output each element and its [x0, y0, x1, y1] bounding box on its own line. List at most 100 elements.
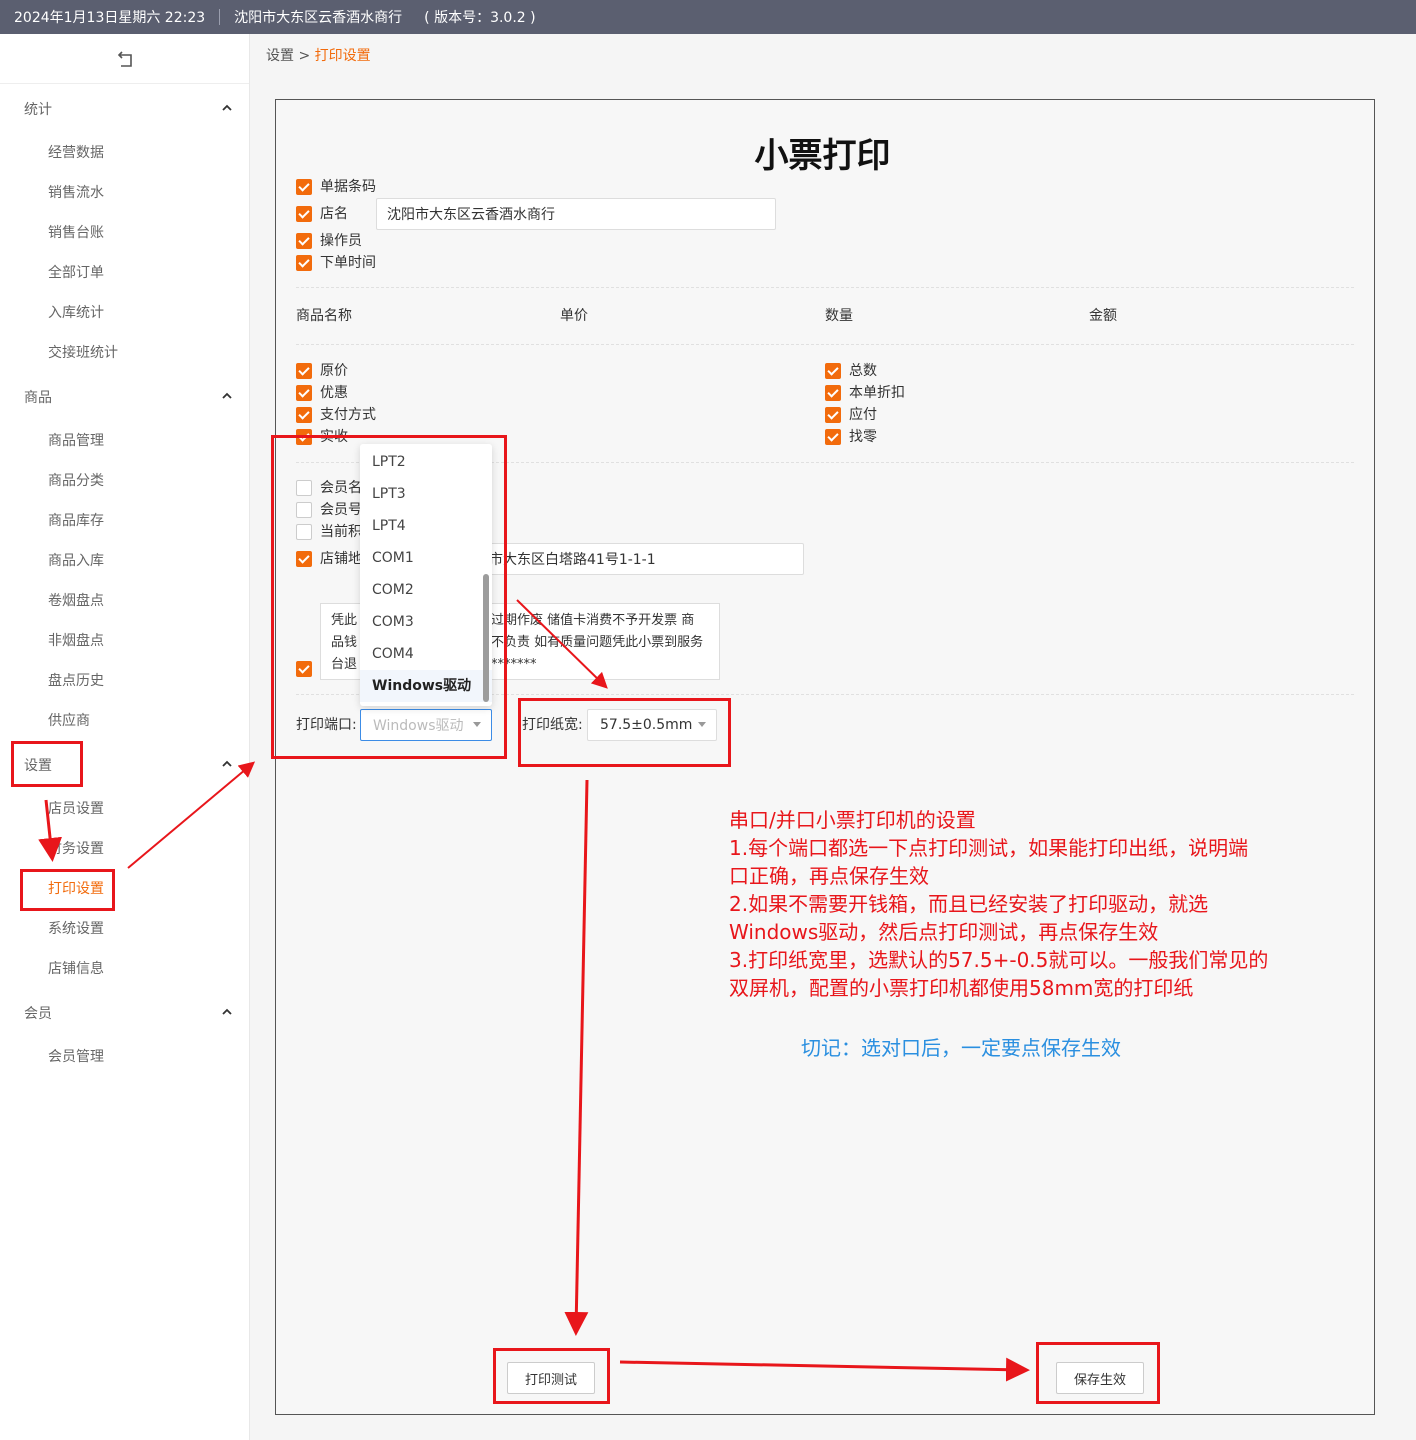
divider	[296, 694, 1354, 695]
sidebar-item-shift-stats[interactable]: 交接班统计	[48, 345, 118, 361]
sidebar-item-cigarette-check[interactable]: 卷烟盘点	[48, 593, 104, 609]
checkbox-change[interactable]	[825, 429, 841, 445]
sidebar-item-check-history[interactable]: 盘点历史	[48, 673, 104, 689]
annotation-line: 2.如果不需要开钱箱，而且已经安装了打印驱动，就选	[729, 892, 1209, 916]
port-option-lpt3[interactable]: LPT3	[372, 486, 406, 502]
paper-width-label: 打印纸宽:	[522, 717, 583, 733]
checkbox-label: 单据条码	[320, 179, 376, 195]
sidebar-item-sales-ledger[interactable]: 销售台账	[48, 225, 104, 241]
port-option-com2[interactable]: COM2	[372, 582, 414, 598]
paper-width-select[interactable]: 57.5±0.5mm	[587, 709, 717, 741]
port-select[interactable]: Windows驱动	[360, 709, 492, 741]
sidebar-item-goods-stock[interactable]: 商品库存	[48, 513, 104, 529]
annotation-line: Windows驱动，然后点打印测试，再点保存生效	[729, 920, 1159, 944]
checkbox-label: 店铺地	[320, 551, 362, 567]
sidebar-item-finance-settings[interactable]: 财务设置	[48, 841, 104, 857]
sidebar-item-store-info[interactable]: 店铺信息	[48, 961, 104, 977]
column-header-quantity: 数量	[825, 308, 853, 324]
column-header-amount: 金额	[1089, 308, 1117, 324]
store-name: 沈阳市大东区云香酒水商行	[234, 10, 403, 26]
paper-width-value: 57.5±0.5mm	[600, 717, 693, 733]
checkbox-member-number[interactable]	[296, 502, 312, 518]
sidebar-item-stock-in-stats[interactable]: 入库统计	[48, 305, 104, 321]
port-option-windows-driver[interactable]: Windows驱动	[360, 670, 492, 702]
sidebar-group-label: 设置	[24, 758, 52, 774]
port-option-com3[interactable]: COM3	[372, 614, 414, 630]
checkbox-label: 应付	[849, 407, 877, 423]
port-option-com4[interactable]: COM4	[372, 646, 414, 662]
sidebar-item-goods-category[interactable]: 商品分类	[48, 473, 104, 489]
highlight-box-paper-width	[518, 698, 731, 767]
sidebar-item-system-settings[interactable]: 系统设置	[48, 921, 104, 937]
divider	[296, 287, 1354, 288]
divider	[219, 9, 221, 25]
checkbox-operator[interactable]	[296, 233, 312, 249]
breadcrumb-current: 打印设置	[314, 48, 371, 64]
checkbox-order-time[interactable]	[296, 255, 312, 271]
checkbox-label: 支付方式	[320, 407, 376, 423]
sidebar-item-print-settings[interactable]: 打印设置	[48, 881, 104, 897]
dropdown-scrollbar[interactable]	[483, 574, 489, 702]
sidebar-group-members[interactable]: 会员	[0, 993, 250, 1033]
port-option-com1[interactable]: COM1	[372, 550, 414, 566]
page-title: 小票打印	[754, 136, 891, 176]
checkbox-total-count[interactable]	[825, 363, 841, 379]
print-test-button[interactable]: 打印测试	[507, 1362, 595, 1394]
datetime: 2024年1月13日星期六 22:23	[14, 10, 206, 26]
checkbox-store-address[interactable]	[296, 551, 312, 567]
checkbox-discount[interactable]	[296, 385, 312, 401]
checkbox-label: 会员号	[320, 502, 362, 518]
save-button[interactable]: 保存生效	[1056, 1362, 1144, 1394]
highlight-box-print-test	[493, 1348, 610, 1404]
store-address-input[interactable]: 市大东区白塔路41号1-1-1	[483, 543, 804, 575]
checkbox-current-points[interactable]	[296, 524, 312, 540]
checkbox-label: 总数	[849, 363, 877, 379]
port-dropdown: LPT2 LPT3 LPT4 COM1 COM2 COM3 COM4 Windo…	[360, 444, 492, 706]
sidebar-item-non-cigarette-check[interactable]: 非烟盘点	[48, 633, 104, 649]
annotation-note: 串口/并口小票打印机的设置 1.每个端口都选一下点打印测试，如果能打印出纸，说明…	[729, 806, 1329, 1002]
checkbox-payable[interactable]	[825, 407, 841, 423]
checkbox-member-name[interactable]	[296, 480, 312, 496]
sidebar-item-all-orders[interactable]: 全部订单	[48, 265, 104, 281]
breadcrumb-parent[interactable]: 设置	[266, 48, 294, 64]
sidebar-group-stats[interactable]: 统计	[0, 89, 250, 129]
port-option-lpt2[interactable]: LPT2	[372, 454, 406, 470]
divider	[296, 344, 1354, 345]
chevron-up-icon	[222, 392, 232, 399]
sidebar-item-staff-settings[interactable]: 店员设置	[48, 801, 104, 817]
checkbox-barcode[interactable]	[296, 179, 312, 195]
annotation-line: 1.每个端口都选一下点打印测试，如果能打印出纸，说明端	[729, 836, 1249, 860]
checkbox-label: 下单时间	[320, 255, 376, 271]
checkbox-store-name[interactable]	[296, 206, 312, 222]
store-name-input[interactable]: 沈阳市大东区云香酒水商行	[376, 198, 776, 230]
caret-down-icon	[698, 722, 706, 727]
breadcrumb: 设置 > 打印设置	[266, 45, 371, 65]
sidebar-group-goods[interactable]: 商品	[0, 377, 250, 417]
footer-text-line-1b: 过期作废 储值卡消费不予开发票 商	[491, 613, 695, 628]
sidebar-item-supplier[interactable]: 供应商	[48, 713, 90, 729]
sidebar-item-goods-manage[interactable]: 商品管理	[48, 433, 104, 449]
sidebar-item-business-data[interactable]: 经营数据	[48, 145, 104, 161]
checkbox-original-price[interactable]	[296, 363, 312, 379]
collapse-sidebar-button[interactable]	[0, 34, 249, 84]
footer-text-line-1a: 凭此	[331, 613, 358, 628]
divider	[296, 462, 1354, 463]
sidebar	[0, 34, 250, 1440]
checkbox-order-discount[interactable]	[825, 385, 841, 401]
checkbox-footer-text[interactable]	[296, 661, 312, 677]
column-header-unit-price: 单价	[560, 308, 588, 324]
checkbox-label: 当前积	[320, 524, 362, 540]
annotation-line: 双屏机，配置的小票打印机都使用58mm宽的打印纸	[729, 976, 1194, 1000]
port-option-lpt4[interactable]: LPT4	[372, 518, 406, 534]
port-select-value: Windows驱动	[373, 718, 464, 734]
sidebar-item-member-manage[interactable]: 会员管理	[48, 1049, 104, 1065]
chevron-up-icon	[222, 104, 232, 111]
annotation-tip: 切记：选对口后，一定要点保存生效	[801, 1036, 1121, 1060]
collapse-icon	[117, 50, 132, 67]
sidebar-item-goods-in[interactable]: 商品入库	[48, 553, 104, 569]
checkbox-label: 会员名	[320, 480, 362, 496]
checkbox-payment-method[interactable]	[296, 407, 312, 423]
top-bar: 2024年1月13日星期六 22:23 沈阳市大东区云香酒水商行 ( 版本号：3…	[0, 0, 1416, 34]
caret-down-icon	[473, 722, 481, 727]
sidebar-item-sales-flow[interactable]: 销售流水	[48, 185, 104, 201]
